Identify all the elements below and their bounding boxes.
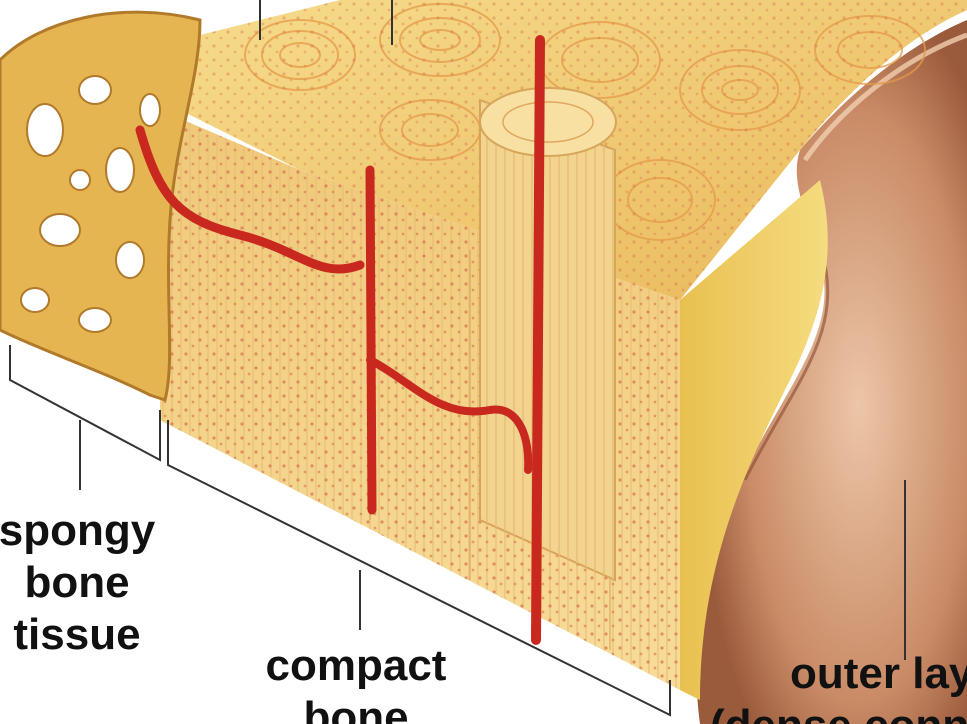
compact-label-line-1: compact <box>256 640 456 692</box>
spongy-bone-tissue-label: spongy bone tissue <box>0 505 158 661</box>
compact-bone-label: compact bone <box>256 640 456 724</box>
spongy-label-line-2: bone <box>0 557 158 609</box>
outer-label-line-1: outer lay <box>710 648 967 700</box>
outer-label-line-2: (dense conn <box>710 700 967 724</box>
spongy-label-line-1: spongy <box>0 505 158 557</box>
compact-label-line-2: bone <box>256 692 456 724</box>
spongy-label-line-3: tissue <box>0 609 158 661</box>
outer-layer-label: outer lay (dense conn <box>710 648 967 724</box>
spongy-bone <box>0 12 200 400</box>
